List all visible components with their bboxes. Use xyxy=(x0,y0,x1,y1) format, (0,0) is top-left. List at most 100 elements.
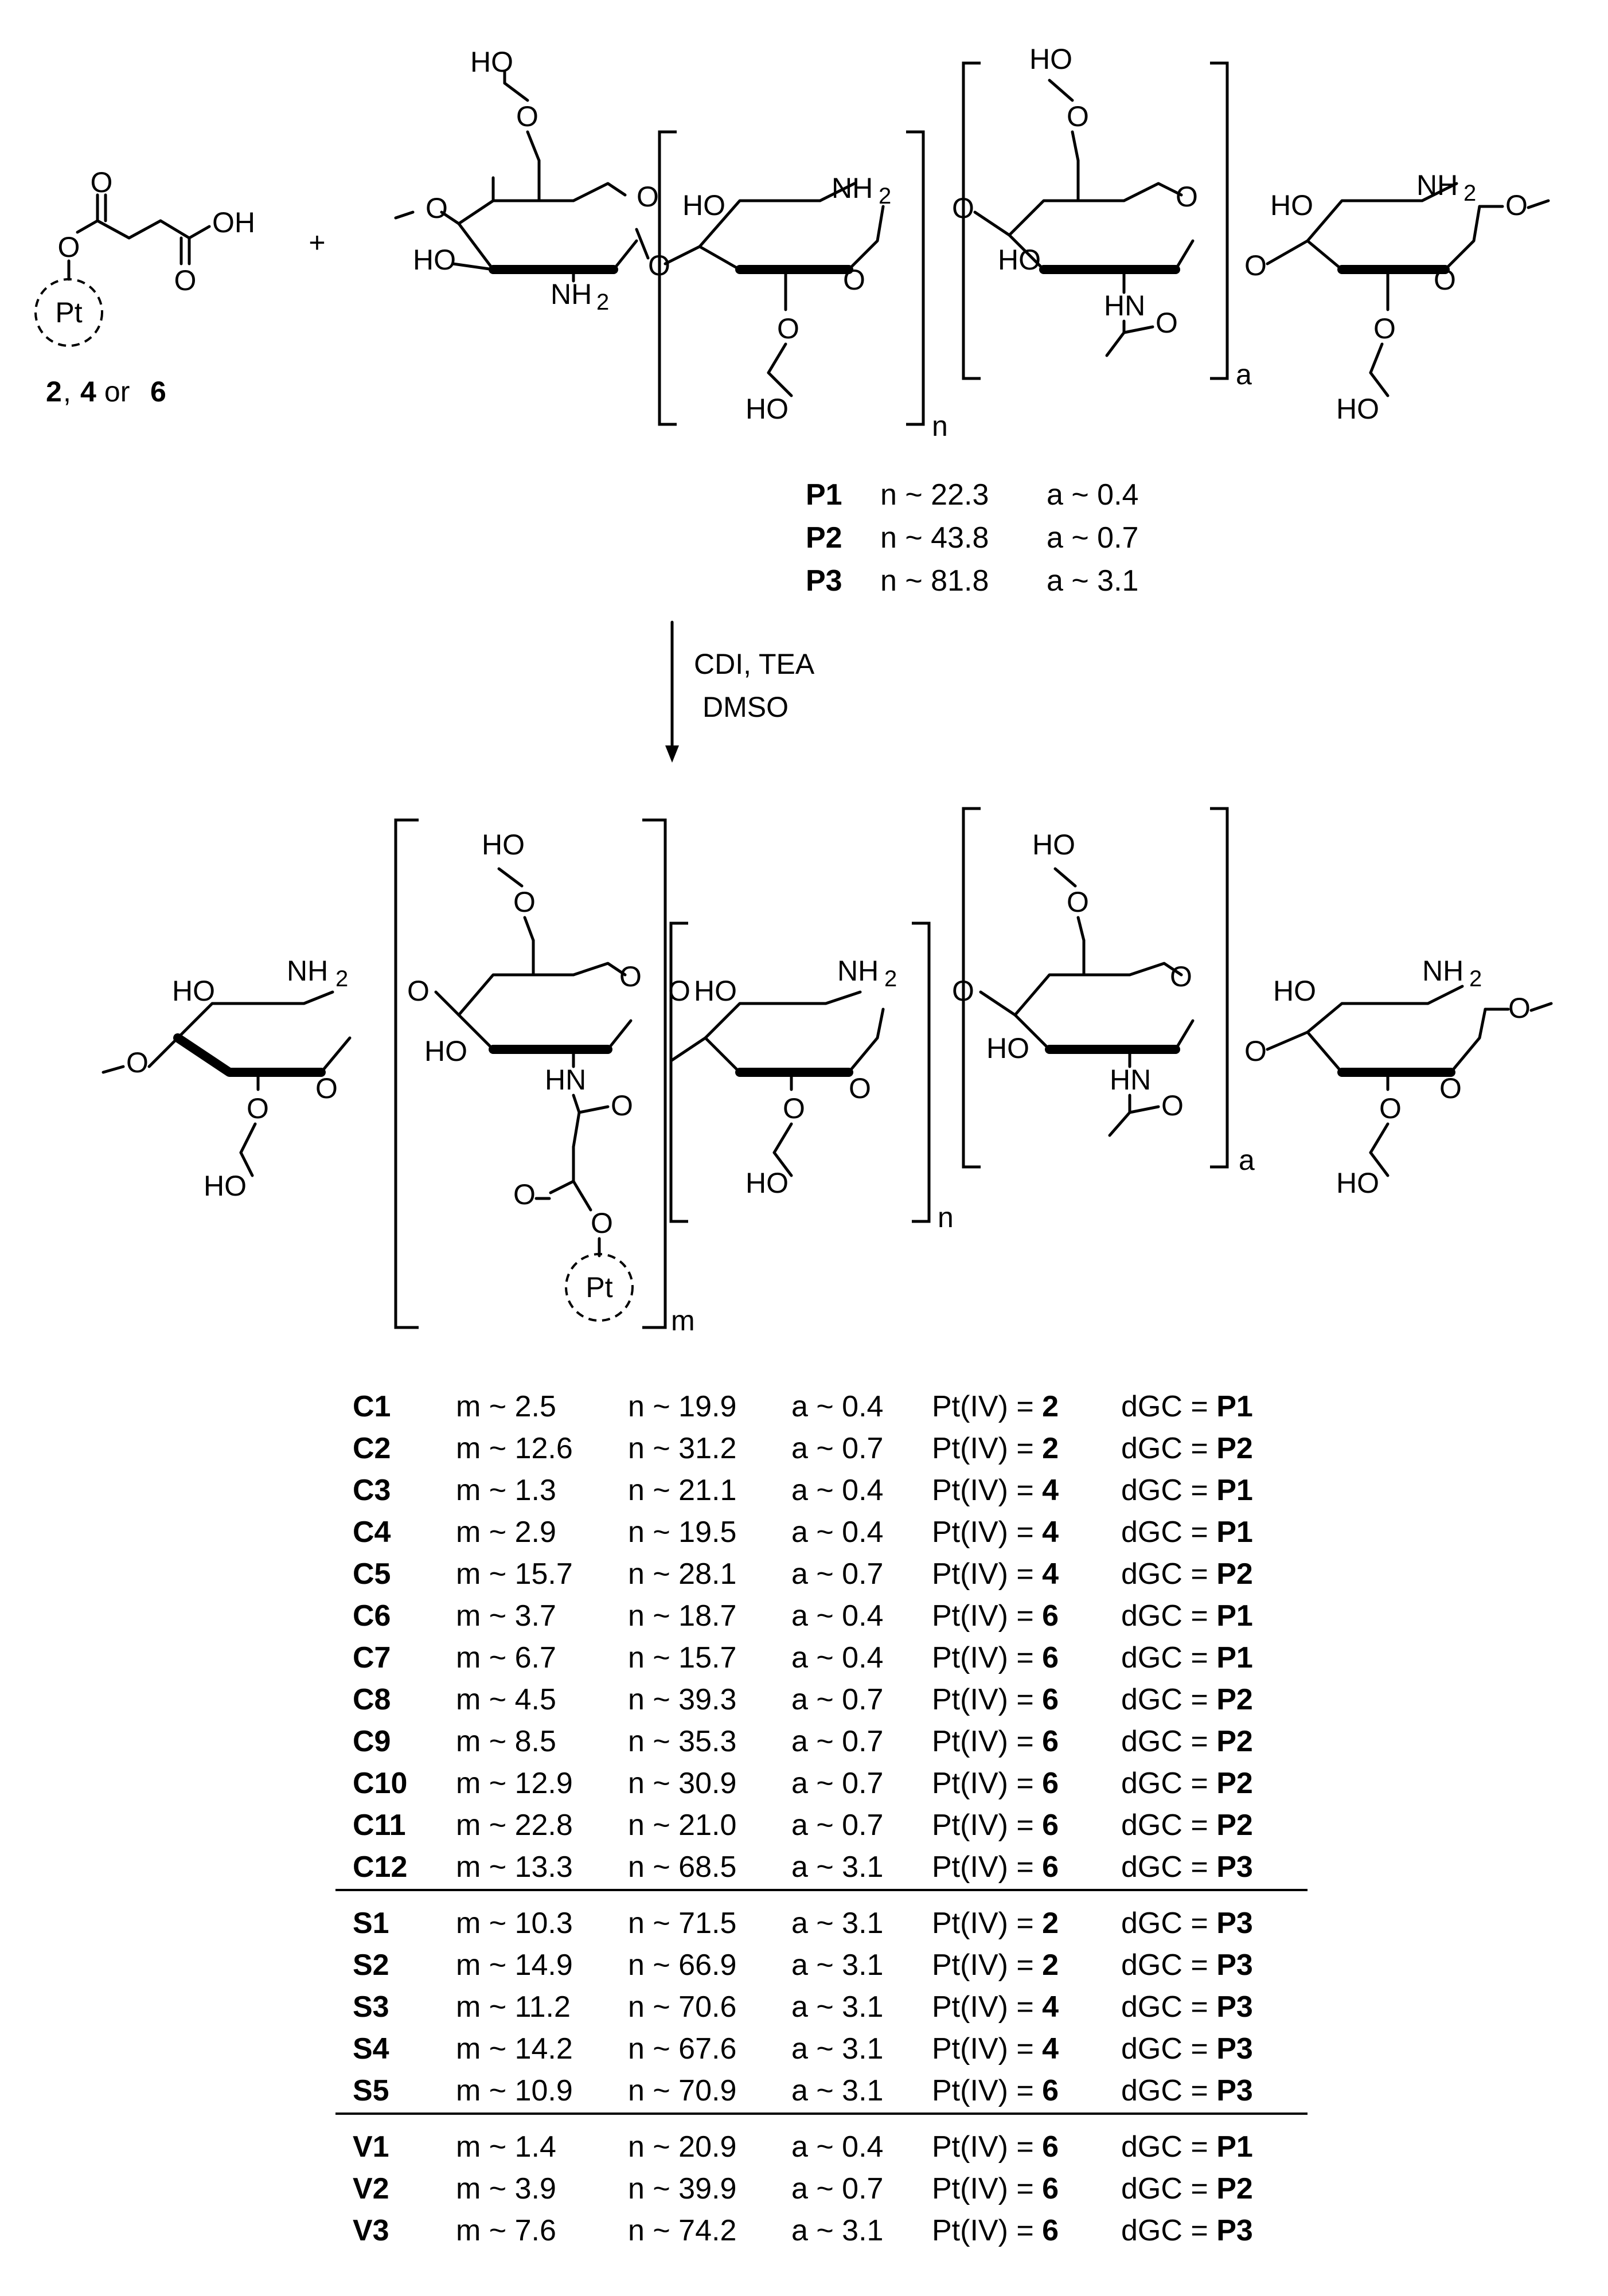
dgc-cell: dGC = P1 xyxy=(1121,1599,1253,1633)
n-value: n ~ 21.1 xyxy=(628,1474,736,1507)
ring-oxygen-label: O xyxy=(1170,960,1192,993)
conditions-line-1: CDI, TEA xyxy=(694,648,815,680)
m-value: m ~ 1.4 xyxy=(456,2130,556,2164)
dgc-label: dGC = xyxy=(1121,1990,1216,2024)
hydroxyl-label: HO xyxy=(413,244,456,276)
a-value: a ~ 0.4 xyxy=(791,1516,883,1549)
conjugate-id: C10 xyxy=(353,1767,407,1800)
ring-oxygen-label: O xyxy=(849,1072,871,1104)
dgc-label: dGC = xyxy=(1121,2172,1216,2205)
a-value: a ~ 3.1 xyxy=(791,2074,883,2107)
pt-iv-value: 6 xyxy=(1042,1850,1059,1884)
pt-iv-cell: Pt(IV) = 2 xyxy=(932,1907,1059,1940)
n-value: n ~ 28.1 xyxy=(628,1557,736,1591)
svg-text:2: 2 xyxy=(596,290,609,315)
glycosidic-o-label: O xyxy=(1508,992,1531,1024)
svg-text:n ~ 81.8: n ~ 81.8 xyxy=(880,564,989,598)
hydroxyl-label: HO xyxy=(1273,975,1316,1007)
dgc-cell: dGC = P3 xyxy=(1121,1850,1253,1884)
n-value: n ~ 19.5 xyxy=(628,1516,736,1549)
polymer-row: P2 n ~ 43.8 a ~ 0.7 xyxy=(806,521,1138,555)
n-value: n ~ 70.6 xyxy=(628,1990,736,2024)
pt-iv-cell: Pt(IV) = 6 xyxy=(932,2074,1059,2107)
dgc-cell: dGC = P2 xyxy=(1121,1683,1253,1716)
hydroxyl-label: HO xyxy=(1336,1167,1379,1199)
a-value: a ~ 0.4 xyxy=(791,1474,883,1507)
conjugate-polymer: O O HO NH 2 O HO O m O O xyxy=(102,807,1553,1337)
dgc-cell: dGC = P1 xyxy=(1121,1641,1253,1674)
m-value: m ~ 10.9 xyxy=(456,2074,573,2107)
glycosidic-o-label: O xyxy=(1244,1035,1267,1067)
polymer-row: P3 n ~ 81.8 a ~ 3.1 xyxy=(806,564,1138,598)
a-value: a ~ 0.4 xyxy=(791,1390,883,1423)
dgc-cell: dGC = P3 xyxy=(1121,2032,1253,2065)
glycosidic-o-label: O xyxy=(1244,249,1267,282)
pt-iv-value: 6 xyxy=(1042,2172,1059,2205)
hydroxyl-label: HO xyxy=(1029,43,1072,75)
pt-iv-value: 6 xyxy=(1042,1683,1059,1716)
dgc-label: dGC = xyxy=(1121,1907,1216,1940)
dgc-label: dGC = xyxy=(1121,1683,1216,1716)
pt-iv-cell: Pt(IV) = 6 xyxy=(932,1809,1059,1842)
m-value: m ~ 4.5 xyxy=(456,1683,556,1716)
a-value: a ~ 0.4 xyxy=(791,1599,883,1633)
dgc-value: P2 xyxy=(1216,1432,1253,1465)
ring-oxygen-label: O xyxy=(1434,264,1456,296)
hydroxyl-label: HO xyxy=(1336,393,1379,425)
pt-iv-cell: Pt(IV) = 6 xyxy=(932,1641,1059,1674)
pt-iv-cell: Pt(IV) = 2 xyxy=(932,1390,1059,1423)
conjugate-id: C2 xyxy=(353,1432,391,1465)
a-value: a ~ 0.4 xyxy=(791,1641,883,1674)
svg-text:P1: P1 xyxy=(806,478,842,511)
pt-iv-value: 6 xyxy=(1042,1641,1059,1674)
dgc-cell: dGC = P2 xyxy=(1121,1557,1253,1591)
amine-label: NH xyxy=(832,172,873,204)
hydroxyl-label: HO xyxy=(470,46,513,78)
polymer-list: P1 n ~ 22.3 a ~ 0.4 P2 n ~ 43.8 a ~ 0.7 … xyxy=(806,478,1138,598)
dgc-label: dGC = xyxy=(1121,1474,1216,1507)
n-value: n ~ 31.2 xyxy=(628,1432,736,1465)
conjugate-id: C1 xyxy=(353,1390,391,1423)
m-value: m ~ 7.6 xyxy=(456,2214,556,2247)
ester-oxygen-label: O xyxy=(58,231,80,263)
pt-iv-label: Pt(IV) = xyxy=(932,1390,1042,1423)
conjugate-id: V1 xyxy=(353,2130,389,2164)
conjugate-id: S1 xyxy=(353,1907,389,1940)
a-value: a ~ 0.7 xyxy=(791,1683,883,1716)
pt-iv-value: 4 xyxy=(1042,2032,1059,2065)
dgc-label: dGC = xyxy=(1121,2214,1216,2247)
reagent-id-6: 6 xyxy=(150,376,166,408)
pt-iv-value: 6 xyxy=(1042,1725,1059,1758)
ether-o-label: O xyxy=(516,100,538,132)
svg-text:n ~ 43.8: n ~ 43.8 xyxy=(880,521,989,555)
glycosidic-o-label: O xyxy=(426,192,448,224)
glucosamine-unit-1: O O O HO HO NH 2 O xyxy=(394,46,670,315)
dgc-cell: dGC = P1 xyxy=(1121,1390,1253,1423)
n-value: n ~ 21.0 xyxy=(628,1809,736,1842)
hydroxyl-label: HO xyxy=(1032,829,1075,861)
pt-reagent: Pt O O O OH xyxy=(34,166,255,347)
repeat-n-label: n xyxy=(938,1201,954,1233)
conjugate-id: S5 xyxy=(353,2074,389,2107)
ether-o-label: O xyxy=(1379,1092,1402,1124)
m-value: m ~ 8.5 xyxy=(456,1725,556,1758)
pt-iv-label: Pt(IV) = xyxy=(932,1990,1042,2024)
conjugate-id: C11 xyxy=(353,1809,406,1842)
pt-iv-value: 2 xyxy=(1042,1390,1059,1423)
dgc-label: dGC = xyxy=(1121,1809,1216,1842)
a-value: a ~ 0.7 xyxy=(791,2172,883,2205)
pt-iv-value: 6 xyxy=(1042,2130,1059,2164)
amine-label: NH xyxy=(837,955,879,987)
pt-iv-value: 4 xyxy=(1042,1474,1059,1507)
n-value: n ~ 18.7 xyxy=(628,1599,736,1633)
dgc-value: P3 xyxy=(1216,1850,1253,1884)
m-value: m ~ 22.8 xyxy=(456,1809,573,1842)
ether-o-label: O xyxy=(783,1092,805,1124)
plus-sign: + xyxy=(309,227,325,259)
dgc-value: P2 xyxy=(1216,1809,1253,1842)
ring-oxygen-label: O xyxy=(843,264,865,296)
